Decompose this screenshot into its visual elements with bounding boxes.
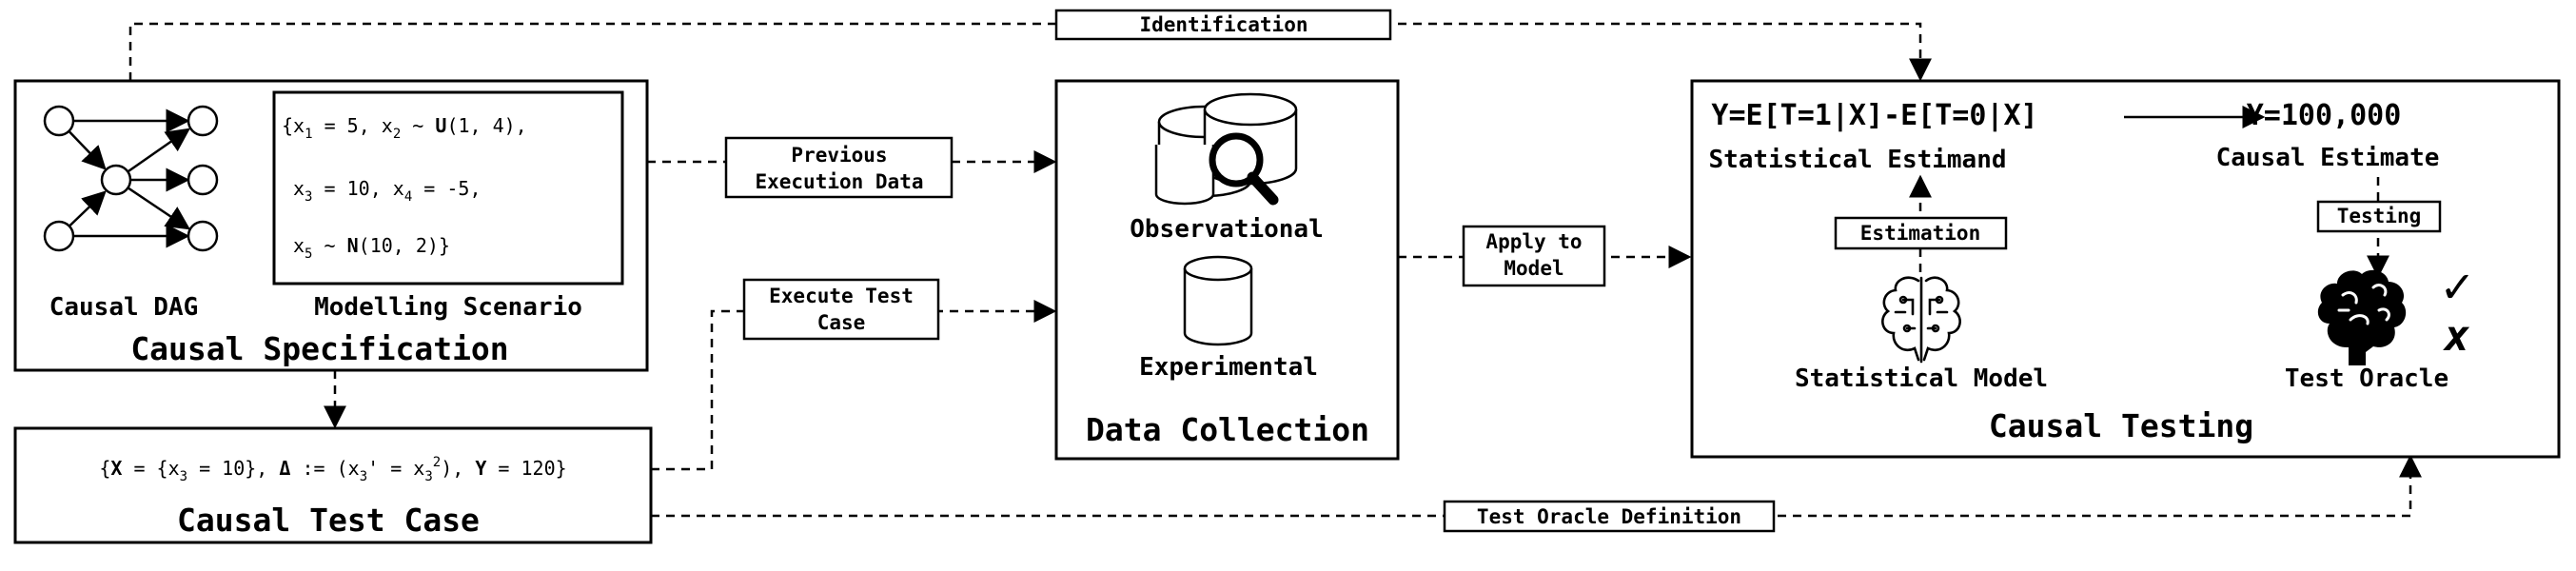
check-icon: ✓ [2442,258,2471,315]
causal-test-case-title: Causal Test Case [177,502,480,539]
cross-icon: x [2443,312,2470,361]
statistical-estimand-label: Statistical Estimand [1708,146,2006,174]
execute-test-case-label-line2: Case [817,311,866,334]
equation-segment: (10, 2)} [359,234,450,257]
estimand-formula: Y=E[T=1|X]-E[T=0|X] [1711,99,2037,132]
scenario-line: x5 ~ N(10, 2)} [293,234,450,262]
causal-testing-box: Y=E[T=1|X]-E[T=0|X] Y=100,000 Statistica… [1690,79,2561,459]
causal-estimate-label: Causal Estimate [2216,144,2440,172]
equation-segment: 1 [305,127,312,142]
equation-segment: Δ [279,457,290,480]
equation-segment: 2 [433,455,441,470]
equation-segment: Y [475,457,486,480]
causal-specification-title: Causal Specification [130,330,508,367]
apply-to-model-tag: Apply to Model [1462,225,1606,287]
equation-segment: x [293,177,305,200]
modelling-scenario-equations: {x1 = 5, x2 ~ U(1, 4),x3 = 10, x4 = -5,x… [282,114,527,262]
execute-test-case-connector [651,300,1057,471]
equation-segment: ~ [312,234,346,257]
equation-segment: = 120} [486,457,566,480]
equation-segment: := (x [290,457,359,480]
equation-segment: x [293,234,305,257]
equation-segment: 3 [180,469,187,484]
modelling-scenario-label: Modelling Scenario [314,293,582,322]
testing-label: Testing [2337,205,2422,227]
causal-testing-title: Causal Testing [1989,407,2253,444]
brain-icon [2317,269,2407,365]
equation-segment: ), [441,457,475,480]
equation-segment: U [435,114,446,137]
estimation-tag [1834,216,2008,250]
causal-dag-label: Causal DAG [49,293,199,322]
statistical-model-label: Statistical Model [1795,364,2048,393]
equation-segment: { [99,457,110,480]
execute-test-case-label-line1: Execute Test [769,285,914,307]
equation-segment: (1, 4), [446,114,526,137]
equation-segment: = {x [122,457,179,480]
ai-chip-brain-icon [1881,276,1961,364]
equation-segment: 5 [305,246,312,262]
data-collection-title: Data Collection [1086,411,1369,448]
equation-segment: = 10, x [312,177,403,200]
equation-segment: 3 [360,469,367,484]
equation-segment: 3 [305,189,312,205]
equation-segment: ' = x [367,457,424,480]
identification-tag: Identification [1054,9,1392,41]
test-oracle-label: Test Oracle [2285,364,2448,393]
causal-estimate-value: Y=100,000 [2247,99,2402,132]
database-icon [1183,255,1253,346]
previous-execution-tag: Previous Execution Data [724,136,954,199]
causal-specification-box: {x1 = 5, x2 ~ U(1, 4),x3 = 10, x4 = -5,x… [13,79,649,372]
test-oracle-definition-tag: Test Oracle Definition [1443,500,1776,533]
apply-to-model-label-line1: Apply to [1485,230,1582,253]
equation-segment: = 10}, [187,457,279,480]
equation-segment: 2 [393,127,401,142]
experimental-label: Experimental [1139,353,1318,382]
testing-tag [2316,200,2442,233]
observational-label: Observational [1130,215,1324,244]
equation-segment: {x [282,114,305,137]
equation-segment: = -5, [412,177,481,200]
previous-execution-label-line2: Execution Data [755,170,923,193]
equation-segment: ~ [401,114,435,137]
causal-test-case-box: {X = {x3 = 10}, Δ := (x3' = x32), Y = 12… [13,426,653,544]
dag-node [187,164,219,196]
identification-connector [128,22,1932,82]
equation-segment: X [110,457,122,480]
equation-segment: 4 [404,189,412,205]
scenario-line: x3 = 10, x4 = -5, [293,177,482,205]
equation-segment: 3 [424,469,432,484]
estimation-label: Estimation [1860,222,1980,245]
dag-node [187,220,219,252]
dag-node [100,164,132,196]
scenario-line: {x1 = 5, x2 ~ U(1, 4), [282,114,527,142]
test-oracle-definition-connector [651,454,2422,518]
dag-node [43,105,75,137]
equation-segment: = 5, x [313,114,393,137]
apply-to-model-label-line2: Model [1504,257,1563,280]
dag-node [187,105,219,137]
identification-label: Identification [1139,13,1308,36]
modelling-scenario-box [272,90,624,286]
test-oracle-definition-label: Test Oracle Definition [1477,505,1741,528]
previous-execution-label-line1: Previous [791,144,887,167]
data-collection-box: Observational Experimental Data Collecti… [1054,79,1400,461]
test-case-content: {X = {x3 = 10}, Δ := (x3' = x32), Y = 12… [99,455,566,484]
database-magnifier-icon [1154,92,1298,206]
causal-dag [43,105,219,252]
execute-test-case-tag: Execute Test Case [742,278,940,341]
dag-node [43,220,75,252]
equation-segment: N [347,234,359,257]
